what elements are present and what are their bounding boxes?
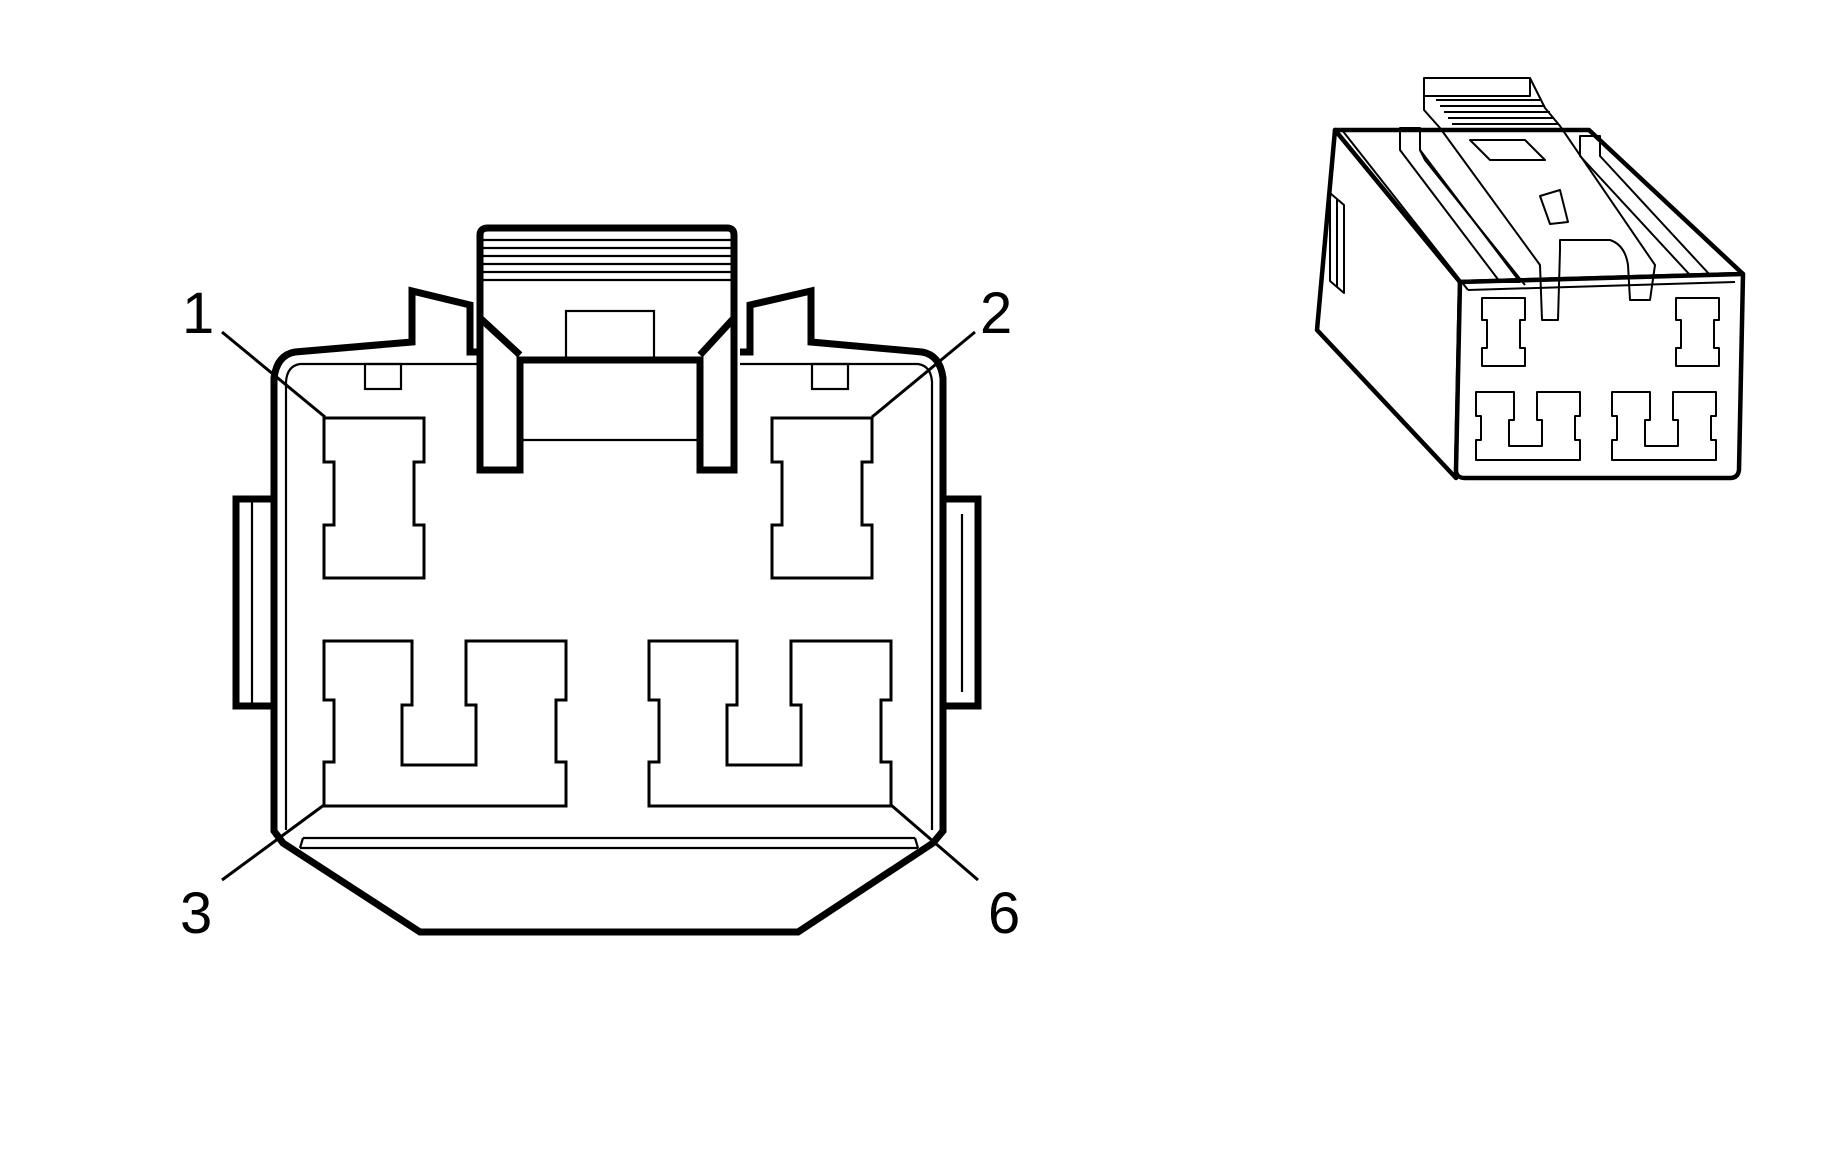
- cavity-pin-1: [322, 416, 426, 580]
- connector-face-view: 1 2 3 6: [180, 224, 1020, 946]
- connector-isometric-view: [1314, 77, 1746, 481]
- leader-line-pin-2: [871, 330, 976, 419]
- right-top-bump: [810, 362, 850, 391]
- iso-cavity-3: [1475, 391, 1581, 461]
- pin-label-1: 1: [182, 281, 214, 346]
- leader-line-pin-3: [221, 803, 325, 882]
- left-top-bump: [363, 362, 403, 391]
- left-side-latch: [232, 495, 274, 710]
- iso-cavity-2: [1675, 297, 1720, 367]
- cavity-pin-2: [770, 416, 874, 580]
- iso-locking-tab: [1423, 77, 1656, 321]
- pin-label-6: 6: [988, 881, 1020, 946]
- housing-inner-edge: [284, 362, 934, 830]
- iso-cavity-6: [1611, 391, 1717, 461]
- locking-tab: [476, 224, 738, 474]
- cavity-pin-6: [647, 639, 893, 808]
- pin-label-2: 2: [980, 281, 1012, 346]
- iso-front-face: [1453, 271, 1746, 481]
- cavity-pin-3: [322, 639, 568, 808]
- right-side-latch: [943, 495, 982, 710]
- pin-label-3: 3: [180, 881, 212, 946]
- housing-outline: [270, 286, 947, 936]
- leader-line-pin-6: [890, 803, 979, 882]
- leader-line-pin-1: [221, 330, 326, 419]
- iso-cavity-1: [1481, 297, 1526, 367]
